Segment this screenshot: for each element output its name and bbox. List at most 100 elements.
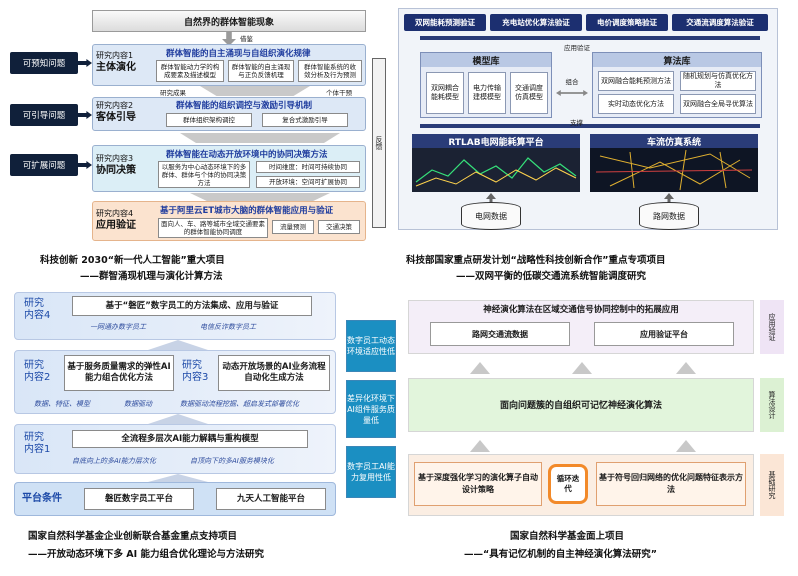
bl-rc4-title: 基于“磐匠”数字员工的方法集成、应用与验证 — [72, 296, 312, 316]
caption-tr-2: ——双网平衡的低碳交通流系统智能调度研究 — [456, 271, 647, 282]
rc2-title: 群体智能的组织调控与激励引导机制 — [176, 101, 313, 111]
br-arrow-4 — [470, 440, 490, 452]
verify-btn-3: 电价调度策略验证 — [586, 14, 668, 31]
model-1: 双网耦合能耗模型 — [426, 72, 464, 114]
caption-br-1: 国家自然科学基金面上项目 — [510, 531, 625, 542]
rc1-title: 群体智能的自主涌现与自组织演化规律 — [166, 49, 311, 59]
br-app-title: 神经演化算法在区域交通信号协同控制中的拓展应用 — [483, 305, 679, 315]
bl-rc3-title: 动态开放场景的AI业务流程自动化生成方法 — [218, 355, 330, 391]
rtlab-screen — [412, 148, 580, 192]
algo-3: 实时动态优化方法 — [598, 94, 674, 114]
bl-rc4-small-2: 电信反诈数字员工 — [200, 323, 256, 331]
bl-rc1-small-1: 自底向上的多AI能力层次化 — [72, 457, 156, 465]
br-basic-left: 基于深度强化学习的演化算子自动设计策略 — [414, 462, 542, 506]
side-label-guidable: 可引导问题 — [10, 104, 78, 126]
bl-side-1: 数字员工动态环境适应性低 — [346, 320, 396, 372]
caption-tl-1: 科技创新 2030“新一代人工智能”重大项目 — [40, 255, 225, 266]
caption-tl-2: ——群智涌现机理与演化计算方法 — [80, 271, 223, 282]
br-app-item-1: 路网交通流数据 — [430, 322, 570, 346]
caption-bl-1: 国家自然科学基金企业创新联合基金重点支持项目 — [28, 531, 238, 542]
br-algo-band — [408, 378, 754, 432]
link-12-label-a: 研究成果 — [160, 89, 186, 97]
side-label-predictable: 可预知问题 — [10, 52, 78, 74]
combo-label: 组合 — [565, 78, 579, 86]
combo-arrow — [556, 90, 588, 96]
verify-btn-1: 双网能耗预测验证 — [404, 14, 486, 31]
rc1-sub-2: 群体智能的自主涌现与正负反馈机理 — [228, 60, 294, 82]
model-2: 电力传输建模模型 — [468, 72, 506, 114]
grid-up-arrow — [486, 193, 496, 203]
side-arrow-2 — [78, 111, 92, 119]
side-arrow-3 — [78, 161, 92, 169]
algo-4: 双网融合全局寻优算法 — [680, 94, 756, 114]
bl-arrow-platform — [148, 474, 208, 482]
bl-side-2: 差异化环境下AI组件服务质量低 — [346, 380, 396, 438]
tr-frame — [398, 8, 778, 230]
side-label-extensible: 可扩展问题 — [10, 154, 78, 176]
rc3-sub-1: 以服务为中心动态环境下的多群体、群体与个体的协同决策方法 — [158, 161, 250, 188]
bl-platform-2: 九天人工智能平台 — [216, 488, 326, 510]
bl-rc4-label-text: 研究 内容4 — [24, 298, 51, 321]
bl-platform-label: 平台条件 — [22, 493, 62, 504]
rtlab-head: RTLAB电网能耗算平台 — [412, 134, 580, 148]
br-arrow-3 — [676, 362, 696, 374]
side-arrow-1 — [78, 59, 92, 67]
bl-rc23-small-2: 数据驱动 — [124, 400, 152, 408]
bl-rc3-label: 研究 内容3 — [182, 360, 209, 383]
road-up-arrow — [664, 193, 674, 203]
carsim-head: 车流仿真系统 — [590, 134, 758, 148]
br-basic-right: 基于符号回归网络的优化问题特征表示方法 — [596, 462, 746, 506]
feedback-bar: 反馈 — [372, 58, 386, 228]
br-tag-algo: 算法设计 — [760, 378, 784, 432]
support-line — [420, 124, 760, 128]
link-34-bar — [190, 193, 330, 201]
rc3-small-1: 时间维度：时间可持续协同 — [256, 161, 360, 173]
verify-btn-2: 充电站优化算法验证 — [490, 14, 582, 31]
algo-1: 双网融合能耗预测方法 — [598, 71, 674, 91]
rc3-small-2: 开放环境：空间可扩展协同 — [256, 176, 360, 188]
support-line-label: 支撑 — [570, 119, 583, 127]
br-loop-box: 循环迭代 — [548, 464, 588, 504]
link-12-label-b: 个体干预 — [326, 89, 352, 97]
bl-arrow-4 — [148, 340, 208, 350]
carsim-screen — [590, 148, 758, 192]
rc2-sub-2: 复合式激励引导 — [262, 113, 348, 127]
bl-rc2-label: 研究 内容2 — [24, 360, 51, 383]
rtlab-chart-graphic — [415, 157, 577, 187]
caption-tr-1: 科技部国家重点研发计划“战略性科技创新合作”重点专项项目 — [406, 255, 666, 266]
rc4-small-2: 交通决策 — [318, 220, 360, 234]
algo-2: 随机规划与仿真优化方法 — [680, 71, 756, 91]
phenomenon-box: 自然界的群体智能现象 — [92, 10, 366, 32]
br-tag-app: 应用验证 — [760, 300, 784, 354]
grid-data-db: 电网数据 — [461, 202, 521, 230]
rc1-sub-3: 群体智能系统的收敛分析及行为预测 — [298, 60, 362, 82]
road-data-db: 路网数据 — [639, 202, 699, 230]
app-verify-line — [420, 36, 760, 40]
bl-rc1-small-2: 自顶向下的多AI服务模块化 — [190, 457, 274, 465]
bl-side-3: 数字员工AI能力复用性低 — [346, 446, 396, 498]
caption-br-2: ——“具有记忆机制的自主神经演化算法研究” — [464, 549, 657, 560]
bl-rc1-label: 研究 内容1 — [24, 432, 51, 455]
rc4-sub-1: 面向人、车、路等城市全域交通要素的群体智能协同调度 — [158, 218, 268, 238]
br-arrow-1 — [470, 362, 490, 374]
algo-library-head: 算法库 — [593, 53, 761, 67]
br-algo-title: 面向问题簇的自组织可记忆神经演化算法 — [499, 400, 662, 411]
caption-bl-2: ——开放动态环境下多 AI 能力组合优化理论与方法研究 — [28, 549, 265, 560]
bl-rc4-small-1: 一网通办数字员工 — [90, 323, 146, 331]
model-library-head: 模型库 — [421, 53, 551, 67]
br-tag-basic: 基础研究 — [760, 454, 784, 516]
bl-rc1-title: 全流程多层次AI能力解耦与重构模型 — [72, 430, 308, 448]
bl-rc2-title: 基于服务质量需求的弹性AI能力组合优化方法 — [64, 355, 174, 391]
verify-btn-4: 交通流调度算法验证 — [672, 14, 768, 31]
rc4-small-1: 流量预测 — [272, 220, 314, 234]
rc2-sub-1: 群体组织架构调控 — [166, 113, 252, 127]
rc1-sub-1: 群体智能动力学的构成要素及描述模型 — [156, 60, 224, 82]
carsim-map-graphic — [595, 149, 753, 191]
bl-rc23-small-3: 数据驱动流程挖掘、超启发式部署优化 — [180, 400, 299, 408]
rc3-title: 群体智能在动态开放环境中的协同决策方法 — [166, 150, 328, 160]
br-arrow-2 — [572, 362, 592, 374]
link-23-bar — [180, 133, 340, 143]
model-3: 交通调度仿真模型 — [510, 72, 548, 114]
